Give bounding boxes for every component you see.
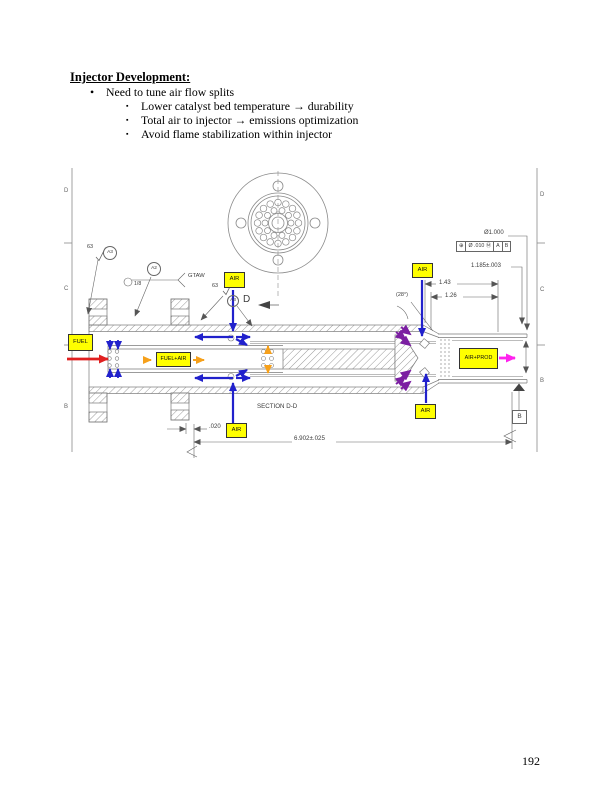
datum-b-symbol: B (512, 410, 527, 424)
fuel-tube-holes (107, 334, 274, 380)
material-modifier: Ⓜ (485, 243, 492, 249)
sub-bullet-2: Total air to injector → emissions optimi… (141, 113, 359, 127)
balloon-a3: A3 (227, 295, 239, 307)
dim-length-b: 1.26 (445, 293, 457, 299)
zone-letter-left-b: B (64, 404, 69, 410)
dim-gap: .020 (209, 424, 221, 430)
surface-finish-63: 63 (87, 244, 94, 250)
datum-ref-b: B (504, 243, 509, 249)
sub-bullet-1: Lower catalyst bed temperature → durabil… (141, 99, 354, 113)
feature-control-frame: ⊕ Ø .010 Ⓜ A B (456, 241, 512, 253)
zone-letter-right-b: B (540, 378, 545, 384)
label-air-bottom-right: AIR (415, 404, 436, 419)
catalyst-bed (282, 348, 396, 370)
sub-bullet-marker: ▪ (126, 116, 129, 124)
label-air-top-center: AIR (224, 272, 245, 288)
dimension-lines (86, 235, 530, 458)
section-cut-letter: D (243, 294, 251, 305)
zone-letter-left-c: C (64, 286, 69, 292)
tolerance-value: Ø .010 (468, 243, 485, 249)
page-number: 192 (522, 754, 540, 768)
balloon-a2: A2 (147, 262, 161, 276)
air-jet-arrows (394, 324, 412, 392)
exit-tube (438, 333, 528, 384)
section-cut-arrow (258, 301, 279, 309)
dim-length-a: 1.43 (439, 280, 451, 286)
balloon-a3: A3 (103, 246, 117, 260)
label-fuel: FUEL (68, 334, 93, 351)
dim-angle: (28°) (396, 292, 408, 298)
dim-tube-od: 1.185±.003 (471, 263, 501, 269)
label-fuel-air: FUEL+AIR (156, 352, 191, 367)
sub-bullet-3: Avoid flame stabilization within injecto… (141, 127, 333, 141)
zone-letter-left-d: D (64, 188, 69, 194)
dim-overall-length: 6.902±.025 (294, 435, 325, 442)
dim-diameter: Ø1.000 (484, 230, 504, 236)
datum-ref-a: A (494, 242, 503, 252)
fuel-air-mix-arrows (143, 345, 272, 374)
label-air-top-right: AIR (412, 263, 433, 278)
page-title: Injector Development: (70, 70, 191, 84)
zone-letter-right-d: D (540, 192, 545, 198)
weld-process-note: GTAW (188, 273, 205, 279)
weld-size-note: 1/8 (134, 281, 142, 287)
tolerance-cell: Ø .010 Ⓜ (466, 242, 495, 252)
bullet-level1: Need to tune air flow splits (106, 85, 235, 99)
label-air-bottom-center: AIR (226, 423, 247, 438)
flow-arrows (67, 280, 516, 423)
angled-jet-hole-top (419, 338, 430, 349)
bullet-marker: • (90, 85, 95, 99)
sub-bullet-marker: ▪ (126, 130, 129, 138)
section-view-title: SECTION D-D (257, 403, 298, 410)
drawing-border (64, 168, 545, 452)
zone-letter-right-c: C (540, 287, 545, 293)
flange-blocks (88, 298, 190, 423)
surface-finish-63: 63 (212, 283, 219, 289)
sub-bullet-marker: ▪ (126, 102, 129, 110)
angled-jet-hole-bottom (419, 367, 430, 378)
flange-end-view (227, 171, 329, 299)
position-symbol: ⊕ (457, 242, 467, 252)
label-air-prod: AIR+PROD (459, 348, 498, 369)
